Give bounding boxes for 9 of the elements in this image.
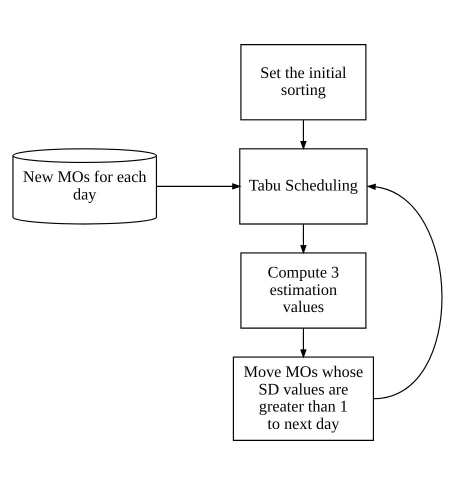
arrow (300, 224, 307, 254)
arrow (366, 184, 443, 400)
node-box: Set the initial sorting (240, 44, 366, 120)
node-box: Move MOs whose SD values are greater than 1 to next day (232, 356, 374, 441)
arrow (300, 120, 307, 150)
node-box: Tabu Scheduling (239, 148, 368, 225)
arrow (156, 183, 242, 190)
node-box: Compute 3 estimation values (240, 252, 366, 329)
arrow (300, 328, 307, 359)
